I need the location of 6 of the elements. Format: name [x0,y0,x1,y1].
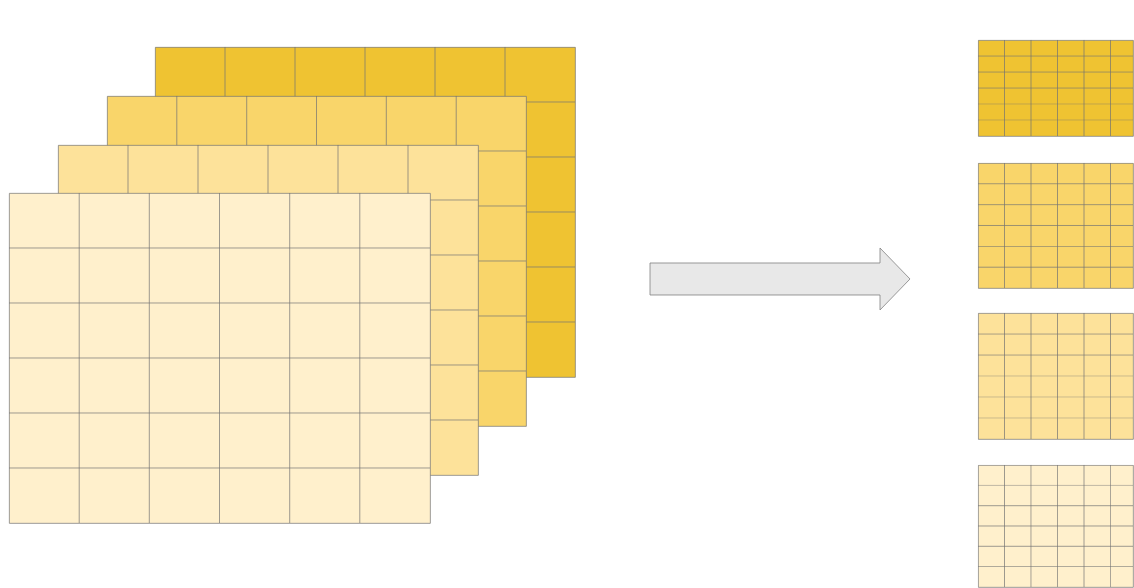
grid [977,162,1134,289]
grid [977,39,1134,137]
grid [977,464,1134,588]
grid [977,312,1134,440]
grid [8,192,431,524]
block-arrow [649,247,911,311]
